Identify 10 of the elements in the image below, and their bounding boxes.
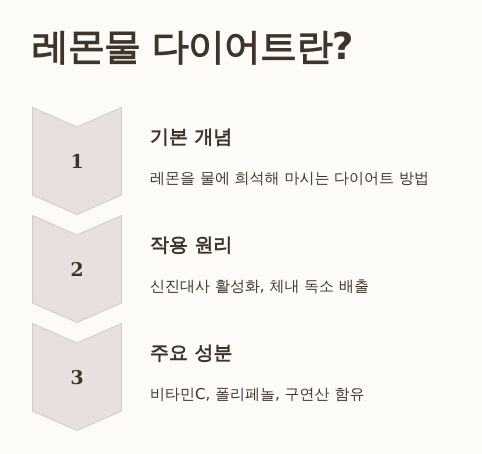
step-description: 비타민C, 폴리페놀, 구연산 함유	[150, 385, 364, 404]
step-heading: 기본 개념	[150, 125, 233, 150]
page-title: 레몬물 다이어트란?	[32, 24, 352, 70]
step-number: 1	[69, 151, 85, 173]
step-number: 2	[69, 259, 85, 281]
step-description: 레몬을 물에 희석해 마시는 다이어트 방법	[150, 169, 429, 188]
step-description: 신진대사 활성화, 체내 독소 배출	[150, 277, 369, 296]
step-heading: 작용 원리	[150, 233, 233, 258]
step-number: 3	[69, 367, 85, 389]
step-heading: 주요 성분	[150, 341, 233, 366]
